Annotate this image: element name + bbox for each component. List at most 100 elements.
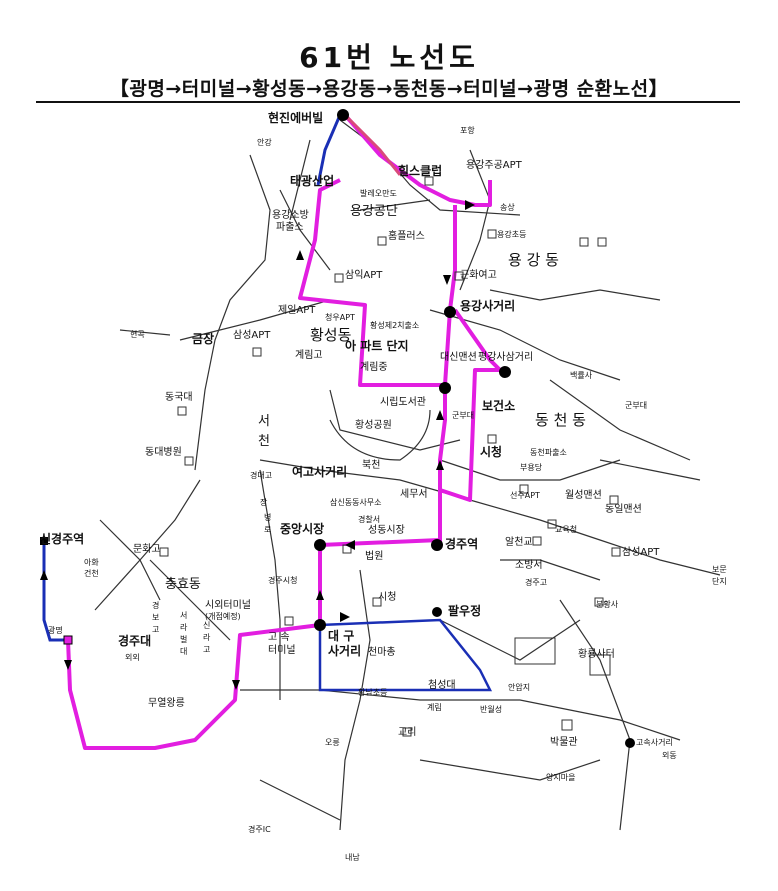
subtitle-underline <box>36 101 740 103</box>
label-dongcheon-dong: 동 천 동 <box>535 411 586 429</box>
stops <box>40 109 635 748</box>
label-bomun: 보문 <box>712 565 727 574</box>
label-yonggang-apt: 용강주공APT <box>466 159 523 171</box>
route-blue-south <box>318 618 493 692</box>
svg-text:라: 라 <box>180 623 188 632</box>
label-gyeongdaego: 경대고 <box>250 470 272 480</box>
svg-text:고: 고 <box>152 625 159 634</box>
label-seo: 서 <box>258 414 270 429</box>
label-ojung: 오릉 <box>325 738 340 747</box>
label-hillsclub: 힐스클럽 <box>398 163 442 178</box>
label-bulgyo: 교리 <box>398 726 416 738</box>
label-samsung-apt2: 삼성APT <box>622 546 660 558</box>
svg-text:대: 대 <box>180 647 187 656</box>
label-jungang-market: 중앙시장 <box>280 522 324 536</box>
label-gyerim2: 계림 <box>427 702 442 712</box>
label-cityhall-old: 시청 <box>480 444 502 459</box>
label-sobangseo: 소방서 <box>515 559 543 571</box>
label-seorabeol: 서 <box>180 611 187 620</box>
stop-paluojeong <box>432 607 442 617</box>
label-taerim: 태광산업 <box>290 173 334 188</box>
svg-text:보: 보 <box>152 613 159 622</box>
label-hyeongok: 현곡 <box>130 330 145 339</box>
label-seonju-apt: 선주APT <box>510 491 540 500</box>
label-bunhwangsa: 분황사 <box>596 599 619 609</box>
label-gosok-junction: 고속사거리 <box>636 738 673 747</box>
stop-jungang-market <box>314 539 326 551</box>
label-semuseo: 세무서 <box>400 488 428 500</box>
label-gunbudae2: 군부대 <box>625 401 647 410</box>
label-yonggang-gongdan: 용강공단 <box>350 204 398 219</box>
label-inter-terminal: 시외터미널 <box>205 599 251 611</box>
label-cheonmachong: 천마총 <box>368 646 396 658</box>
map-subtitle: 【광명→터미널→황성동→용강동→동천동→터미널→광명 순환노선】 <box>109 78 669 100</box>
label-hwangnam: 황남초등 <box>358 687 387 697</box>
stop-daegu-junction <box>314 619 326 631</box>
road-network <box>94 119 721 831</box>
label-ahwa: 아화 <box>84 557 99 567</box>
label-hwangnyongsa: 황룡사터 <box>578 648 615 660</box>
label-daesin: 대신맨션 <box>440 351 477 363</box>
label-allyeongyo: 알천교 <box>505 536 533 548</box>
label-gyeongju-city: 경주시청 <box>268 575 297 585</box>
label-court: 법원 <box>365 550 383 562</box>
landmarks <box>159 176 621 737</box>
label-gunbudae1: 군부대 <box>452 411 474 420</box>
stop-yonggang-junction <box>444 306 456 318</box>
label-gyeongju-hs: 경주고 <box>525 577 547 587</box>
stop-pyeonggang <box>499 366 511 378</box>
label-samsung-apt1: 삼성APT <box>233 329 271 341</box>
map-labels: 현진에버빌 안강 포항 힐스클럽 용강주공APT 태광산업 용강공단 발레오만도… <box>40 110 727 862</box>
label-apt-danji: 아 파트 단지 <box>345 338 409 353</box>
label-gyeongbo: 경 <box>152 600 159 610</box>
label-seoul-hwangseong: 황성제2치출소 <box>370 320 419 330</box>
label-hwangseong-park: 황성공원 <box>355 419 392 431</box>
stop-gosok-junction <box>625 738 635 748</box>
label-singyeongju: 신경주역 <box>40 531 84 546</box>
svg-text:(개점예정): (개점예정) <box>205 611 241 621</box>
label-gosok: 고 속 <box>268 631 290 643</box>
stop-daesin <box>439 382 451 394</box>
label-hwangseong-dong: 황성동 <box>310 326 352 344</box>
label-pyeonggang: 평강사삼거리 <box>478 351 533 363</box>
label-yonggang-es: 용강초등 <box>497 229 526 239</box>
label-chunghyo: 충효동 <box>165 577 201 592</box>
label-homeplus: 홈플러스 <box>388 229 425 242</box>
label-dongdae-hosp: 동대병원 <box>145 446 182 458</box>
label-hwahwa: 근화여고 <box>460 269 497 281</box>
label-buyongdang: 부용당 <box>520 462 543 472</box>
label-gyeongjudae: 경주대 <box>118 634 151 648</box>
label-gyeongju-station: 경주역 <box>445 536 478 551</box>
svg-text:파출소: 파출소 <box>276 221 304 233</box>
label-dongil: 동일맨션 <box>605 503 642 515</box>
label-seongdong: 성동시장 <box>368 524 405 536</box>
map-title: 61번 노선도 <box>299 41 479 74</box>
label-munhwa-hs: 문화고 <box>133 543 161 555</box>
label-health: 보건소 <box>482 398 515 413</box>
label-hyundai: 현진에버빌 <box>268 110 323 125</box>
label-firestation: 용강소방 <box>272 209 309 221</box>
label-yonggang-junction: 용강사거리 <box>460 298 515 313</box>
label-cheongu: 청우APT <box>325 313 355 322</box>
label-chumseongdae: 첨성대 <box>428 679 456 691</box>
label-dongcheon-police: 동천파출소 <box>530 447 567 457</box>
label-balnoe: 발레오만도 <box>360 188 397 198</box>
label-geumjang: 금장 <box>192 332 214 346</box>
label-donggukdae: 동국대 <box>165 391 193 403</box>
route-red <box>343 113 402 176</box>
svg-text:벌: 벌 <box>180 634 187 644</box>
svg-text:라: 라 <box>203 633 211 642</box>
label-paluojeong: 팔우정 <box>448 603 481 618</box>
label-bukbu: 삼신동동사무소 <box>330 497 382 507</box>
label-gyerim-ms: 계림중 <box>360 361 388 373</box>
stop-singyeongju <box>40 537 48 545</box>
label-jangseong: 장 <box>260 497 268 507</box>
svg-text:건천: 건천 <box>84 568 99 578</box>
label-city-hall: 시청 <box>378 591 396 603</box>
label-yangji: 양지마을 <box>546 773 575 782</box>
label-samik: 삼익APT <box>345 269 383 281</box>
label-yonggang-dong: 용 강 동 <box>508 251 559 269</box>
label-songsang: 송상 <box>500 202 515 212</box>
label-angang: 안강 <box>257 137 272 147</box>
